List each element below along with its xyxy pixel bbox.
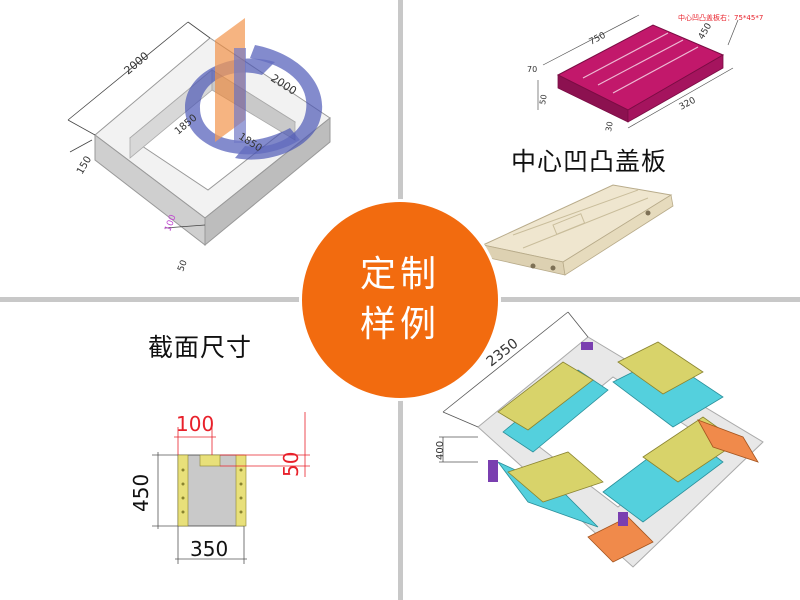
magenta-cover-plate <box>556 24 725 123</box>
beige-tray <box>481 184 674 276</box>
cross-section-drawing: 100 50 450 350 <box>129 412 310 564</box>
orange-modules <box>587 419 759 563</box>
frame-small-dimension: 50 <box>176 259 189 273</box>
cross-section-caption: 截面尺寸 <box>148 333 253 362</box>
cover-plate-title-label: 中心凹凸盖板右：75*45*7 <box>678 13 763 22</box>
cover-plate-dimension-lines <box>537 14 739 129</box>
frame-dimension-lines <box>67 21 211 229</box>
plate-small-dimension-2: 30 <box>604 121 615 133</box>
frame-height-dimension: 150 <box>75 154 94 176</box>
section-height-dimension: 450 <box>129 474 153 512</box>
badge-line-1: 定制 <box>359 254 440 295</box>
badge-line-2: 样例 <box>359 304 440 345</box>
cover-plate-drawing: 中心凹凸盖板右：75*45*7 750 450 70 320 50 30 <box>481 13 763 276</box>
plate-small-dimension-1: 50 <box>538 94 549 106</box>
cross-section-panel: 截面尺寸 100 <box>0 302 398 600</box>
section-width-dimension: 350 <box>190 537 228 561</box>
assembly-dimension-lines <box>439 311 589 463</box>
assembly-length-dimension: 2350 <box>484 336 522 371</box>
frame-drawing: 2000 2000 1850 1850 150 100 50 <box>67 18 331 273</box>
modular-frame-panel: 2350 400 <box>403 302 800 600</box>
watermark-logo-icon <box>185 18 323 160</box>
cover-plate-panel: 中心凹凸盖板右：75*45*7 750 450 70 320 50 30 <box>403 0 800 297</box>
plate-height-dimension: 70 <box>527 65 537 74</box>
frame-drawing-panel: 2000 2000 1850 1850 150 100 50 <box>0 0 398 297</box>
section-dimension-lines <box>152 412 310 564</box>
section-body <box>177 454 247 527</box>
frame-length-dimension: 2000 <box>122 49 152 77</box>
custom-sample-badge: 定制 样例 <box>302 202 498 398</box>
purple-modules <box>488 342 628 526</box>
assembly-height-dimension: 400 <box>435 441 446 460</box>
notch-depth-dimension: 50 <box>279 452 303 477</box>
top-width-dimension: 100 <box>176 412 214 436</box>
cover-plate-caption: 中心凹凸盖板 <box>511 147 668 176</box>
plate-width-dimension: 450 <box>697 21 714 41</box>
modular-frame-drawing: 2350 400 <box>435 311 764 568</box>
